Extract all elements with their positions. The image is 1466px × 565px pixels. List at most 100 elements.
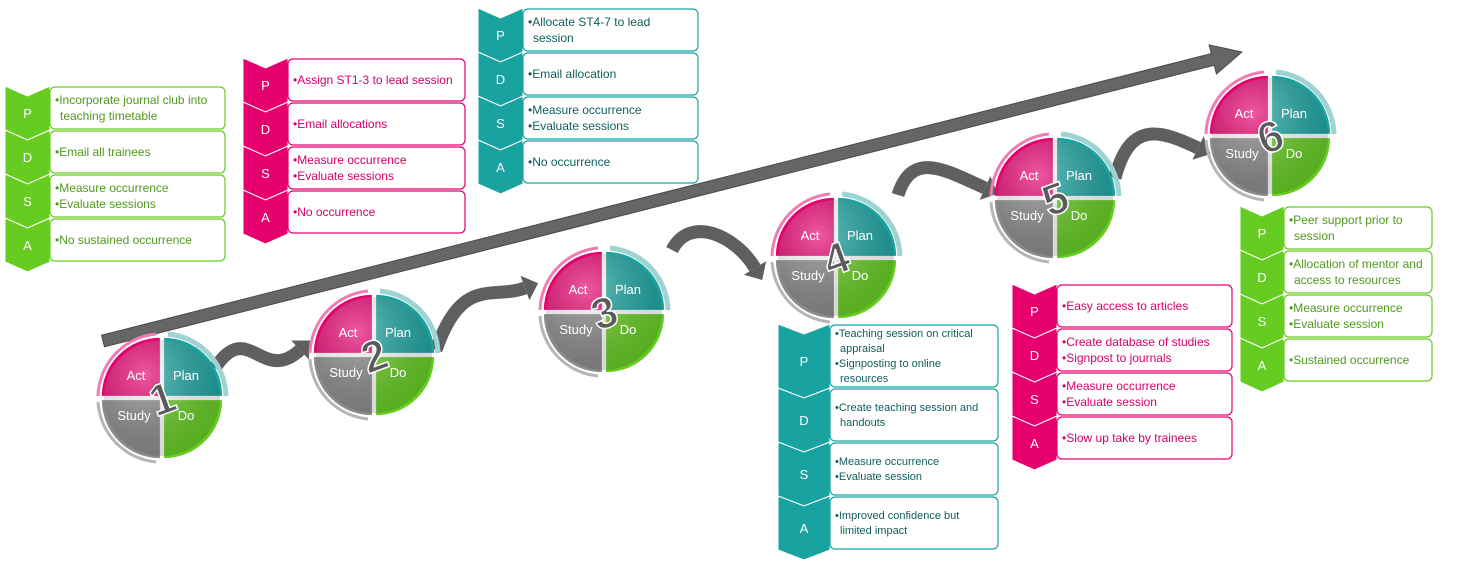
plan-quadrant xyxy=(1057,137,1116,196)
row-text-line: •Sustained occurrence xyxy=(1289,353,1410,367)
pdsa-row: S•Measure occurrence•Evaluate sessions xyxy=(477,95,699,151)
row-text-line: •Incorporate journal club into xyxy=(55,93,208,107)
connector-arrow xyxy=(891,161,998,200)
pdsa-row: A•No sustained occurrence xyxy=(4,217,226,273)
row-letter: S xyxy=(1030,392,1039,407)
row-textbox xyxy=(522,140,699,184)
plan-label: Plan xyxy=(173,368,199,383)
plan-quadrant xyxy=(606,251,665,310)
row-text-line: •No sustained occurrence xyxy=(55,233,192,247)
connector-arrow xyxy=(429,275,539,353)
row-textbox xyxy=(49,174,226,218)
row-text-line: •Teaching session on critical xyxy=(835,328,973,340)
plan-label: Plan xyxy=(847,228,873,243)
row-textbox xyxy=(1283,206,1433,250)
row-text-line: •No occurrence xyxy=(528,155,611,169)
row-textbox xyxy=(49,218,226,262)
row-textbox xyxy=(1283,294,1433,338)
row-textbox xyxy=(287,190,466,234)
pdsa-row: A•No occurrence xyxy=(242,189,466,245)
row-letter: P xyxy=(496,28,505,43)
row-text-line: •Evaluate sessions xyxy=(293,169,394,183)
pdsa-row: P•Assign ST1-3 to lead session xyxy=(242,57,466,113)
row-text-line: •Evaluate session xyxy=(1289,317,1384,331)
do-label: Do xyxy=(1071,208,1088,223)
row-letter: P xyxy=(800,354,809,369)
plan-quadrant xyxy=(164,337,223,396)
act-label: Act xyxy=(339,325,358,340)
row-text-line: •Measure occurrence xyxy=(835,456,939,468)
row-text-line: •Improved confidence but xyxy=(835,510,959,522)
row-letter: A xyxy=(496,160,505,175)
row-letter: P xyxy=(261,78,270,93)
row-text-line: •Measure occurrence xyxy=(293,153,407,167)
study-label: Study xyxy=(117,408,151,423)
plan-label: Plan xyxy=(1066,168,1092,183)
pdsa-row: A•Slow up take by trainees xyxy=(1011,415,1233,471)
row-textbox xyxy=(49,130,226,174)
plan-label: Plan xyxy=(385,325,411,340)
row-textbox xyxy=(522,8,699,52)
pdsa-row: D•Email all trainees xyxy=(4,129,226,185)
row-textbox xyxy=(1283,250,1433,294)
row-letter: D xyxy=(1030,348,1039,363)
row-textbox xyxy=(829,442,999,496)
row-text-line: limited impact xyxy=(840,525,907,537)
row-textbox xyxy=(829,496,999,550)
do-label: Do xyxy=(178,408,195,423)
pdsa-row: D•Email allocation xyxy=(477,51,699,107)
row-text-line: •Email allocation xyxy=(528,67,616,81)
pdsa-row: D•Email allocations xyxy=(242,101,466,157)
study-label: Study xyxy=(559,322,593,337)
row-text-line: session xyxy=(1294,229,1335,243)
plan-quadrant xyxy=(838,197,897,256)
row-text-line: •Evaluate sessions xyxy=(528,119,629,133)
act-label: Act xyxy=(801,228,820,243)
study-label: Study xyxy=(1225,146,1259,161)
row-text-line: •Signposting to online xyxy=(835,358,941,370)
pdsa-row: A•Sustained occurrence xyxy=(1239,337,1433,393)
pdsa-row: S•Measure occurrence•Evaluate sessions xyxy=(4,173,226,229)
pdsa-row: S•Measure occurrence•Evaluate session xyxy=(1239,293,1433,349)
row-text-line: •Evaluate sessions xyxy=(55,197,156,211)
row-letter: S xyxy=(800,467,809,482)
plan-label: Plan xyxy=(1281,106,1307,121)
row-text-line: •Measure occurrence xyxy=(1289,301,1403,315)
connector-arrow xyxy=(209,340,311,372)
row-text-line: •Signpost to journals xyxy=(1062,351,1172,365)
pdsa-row: P•Teaching session on criticalappraisal•… xyxy=(777,323,999,399)
study-label: Study xyxy=(1010,208,1044,223)
pdsa-row: S •Measure occurrence •Evaluate sessions xyxy=(242,145,466,201)
plan-label: Plan xyxy=(615,282,641,297)
row-letter: D xyxy=(799,413,808,428)
row-chevron xyxy=(477,139,524,195)
row-letter: D xyxy=(23,150,32,165)
pdsa-row: S•Measure occurrence•Evaluate session xyxy=(1011,371,1233,427)
row-textbox xyxy=(49,86,226,130)
row-letter: S xyxy=(261,166,270,181)
row-textbox xyxy=(522,52,699,96)
row-textbox xyxy=(287,58,466,102)
row-textbox xyxy=(829,324,999,388)
trend-arrow xyxy=(100,44,1243,348)
row-letter: A xyxy=(1030,436,1039,451)
row-letter: S xyxy=(496,116,505,131)
pdsa-row: A •No occurrence xyxy=(477,139,699,195)
row-letter: P xyxy=(1030,304,1039,319)
row-text-line: resources xyxy=(840,373,889,385)
row-textbox xyxy=(287,102,466,146)
study-label: Study xyxy=(791,268,825,283)
act-label: Act xyxy=(127,368,146,383)
pdsa-box-cycle1: P•Incorporate journal club intoteaching … xyxy=(4,85,226,273)
row-text-line: •Evaluate session xyxy=(1062,395,1157,409)
row-text-line: session xyxy=(533,31,574,45)
